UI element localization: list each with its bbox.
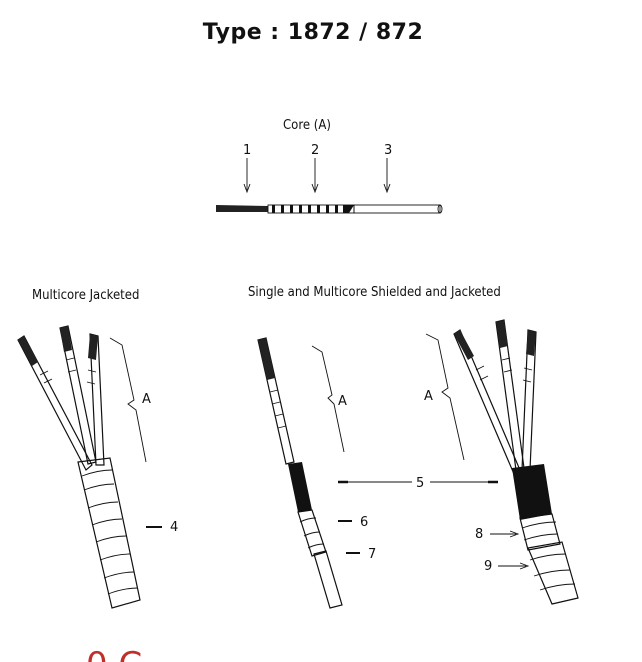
core-diagram: Core (A) 1 2 3 <box>216 118 443 214</box>
core-label: Core (A) <box>283 118 331 133</box>
jacket <box>77 457 141 609</box>
callout-5: 5 <box>416 476 424 491</box>
conductor-strand <box>216 205 268 212</box>
multicore-shield-braid <box>512 464 552 520</box>
callout-7: 7 <box>368 547 376 562</box>
callout-4: 4 <box>170 520 178 535</box>
multicore-outer-jacket <box>527 541 579 605</box>
multicore-label: Multicore Jacketed <box>32 288 139 303</box>
callout-9: 9 <box>484 559 492 574</box>
footer-mark: 0 C <box>86 645 142 662</box>
callout-6: 6 <box>360 515 368 530</box>
multicore-shielded-bracket-label: A <box>424 389 433 404</box>
single-shielded-diagram: A 6 7 <box>257 337 376 609</box>
multicore-jacketed-diagram: Multicore Jacketed A 4 <box>17 288 178 609</box>
document-title: Type : 1872 / 872 <box>202 20 424 45</box>
callout-1: 1 <box>243 143 251 158</box>
outer-jacket <box>313 550 343 609</box>
multicore-shielded-diagram: A 8 9 <box>424 319 579 605</box>
callout-3: 3 <box>384 143 392 158</box>
callout-8: 8 <box>475 527 483 542</box>
single-bracket-label: A <box>338 394 347 409</box>
insulation <box>353 204 441 214</box>
shielded-label: Single and Multicore Shielded and Jacket… <box>248 285 501 300</box>
shield-braid <box>288 462 312 512</box>
multicore-bracket-label: A <box>142 392 151 407</box>
callout-5-leader: 5 <box>338 476 498 491</box>
callout-2: 2 <box>311 143 319 158</box>
